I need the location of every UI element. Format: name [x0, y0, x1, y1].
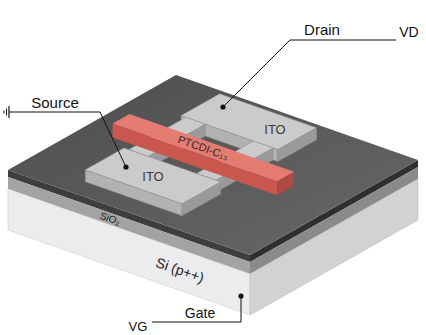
signal-name: VG: [129, 320, 148, 333]
terminal-label: Source: [31, 95, 79, 110]
terminal-label: Drain: [304, 22, 340, 37]
contact-dot: [220, 104, 225, 109]
ito-pad: [85, 148, 220, 204]
material-label: ITO: [142, 170, 163, 183]
material-label: ITO: [264, 123, 285, 136]
substrate-top: [8, 75, 418, 255]
source-wire: [14, 112, 126, 167]
drain-wire: [223, 40, 396, 107]
ground-symbol: [4, 111, 5, 114]
contact-dot: [123, 164, 128, 169]
terminal-label: Gate: [185, 306, 215, 320]
ground-symbol: [9, 112, 14, 113]
gate-wire: [152, 296, 241, 322]
contact-dot: [238, 293, 243, 298]
signal-name: VD: [399, 25, 418, 39]
ground-symbol: [6, 109, 7, 116]
